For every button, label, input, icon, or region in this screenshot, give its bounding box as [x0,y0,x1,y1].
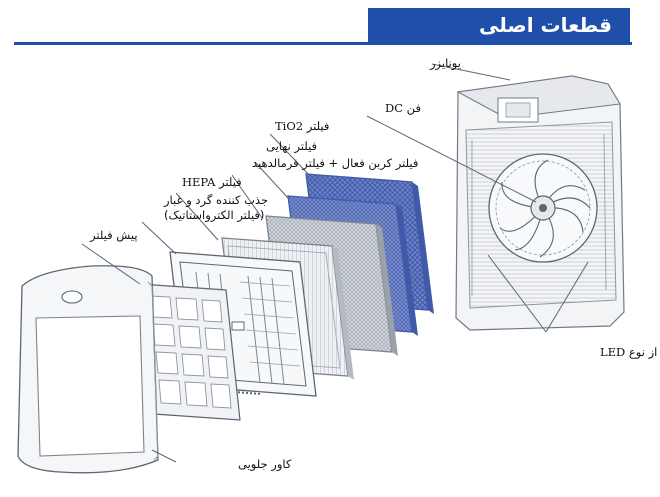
label-uv-lamp: لامپ UV از نوع LED [600,345,660,359]
leader-fan [366,115,537,203]
label-hepa-filter: فیلتر HEPA [182,175,242,189]
front-cover [17,265,159,474]
page-title: قطعات اصلی [478,13,612,37]
dc-fan [488,153,598,263]
label-ionizer: یونایزر [429,56,461,71]
pre-filter [139,283,241,421]
leader-tio2 [269,133,311,177]
leader-ionizer [431,63,511,81]
leader-hepa [175,192,219,241]
header-band [368,8,630,42]
leader-dust [141,221,177,255]
leader-carbon [231,174,263,219]
label-pre-filter: پیش فیلتر [89,228,138,243]
leader-prefilter [81,243,141,285]
header-rule [14,42,632,45]
label-tio2-filter: فیلتر TiO2 [275,119,329,133]
leader-lines [81,63,589,463]
label-carbon-filter: فیلتر کربن فعال + فیلتر فرمالدهید [252,156,418,171]
leader-cover [151,449,177,463]
label-dust-filter-2: (فیلتر الکترواستاتیک) [164,208,264,223]
leader-final [254,161,289,199]
leader-uv-2 [545,261,589,333]
label-dust-filter-1: جذب کننده گرد و غبار [163,193,268,208]
callout-labels: یونایزر فن DC فیلتر TiO2 فیلتر نهایی فیل… [89,56,660,472]
label-front-cover: کاور جلویی [238,457,292,472]
leader-uv-1 [487,254,547,333]
label-dc-fan: فن DC [385,101,421,115]
label-final-filter: فیلتر نهایی [266,139,317,154]
